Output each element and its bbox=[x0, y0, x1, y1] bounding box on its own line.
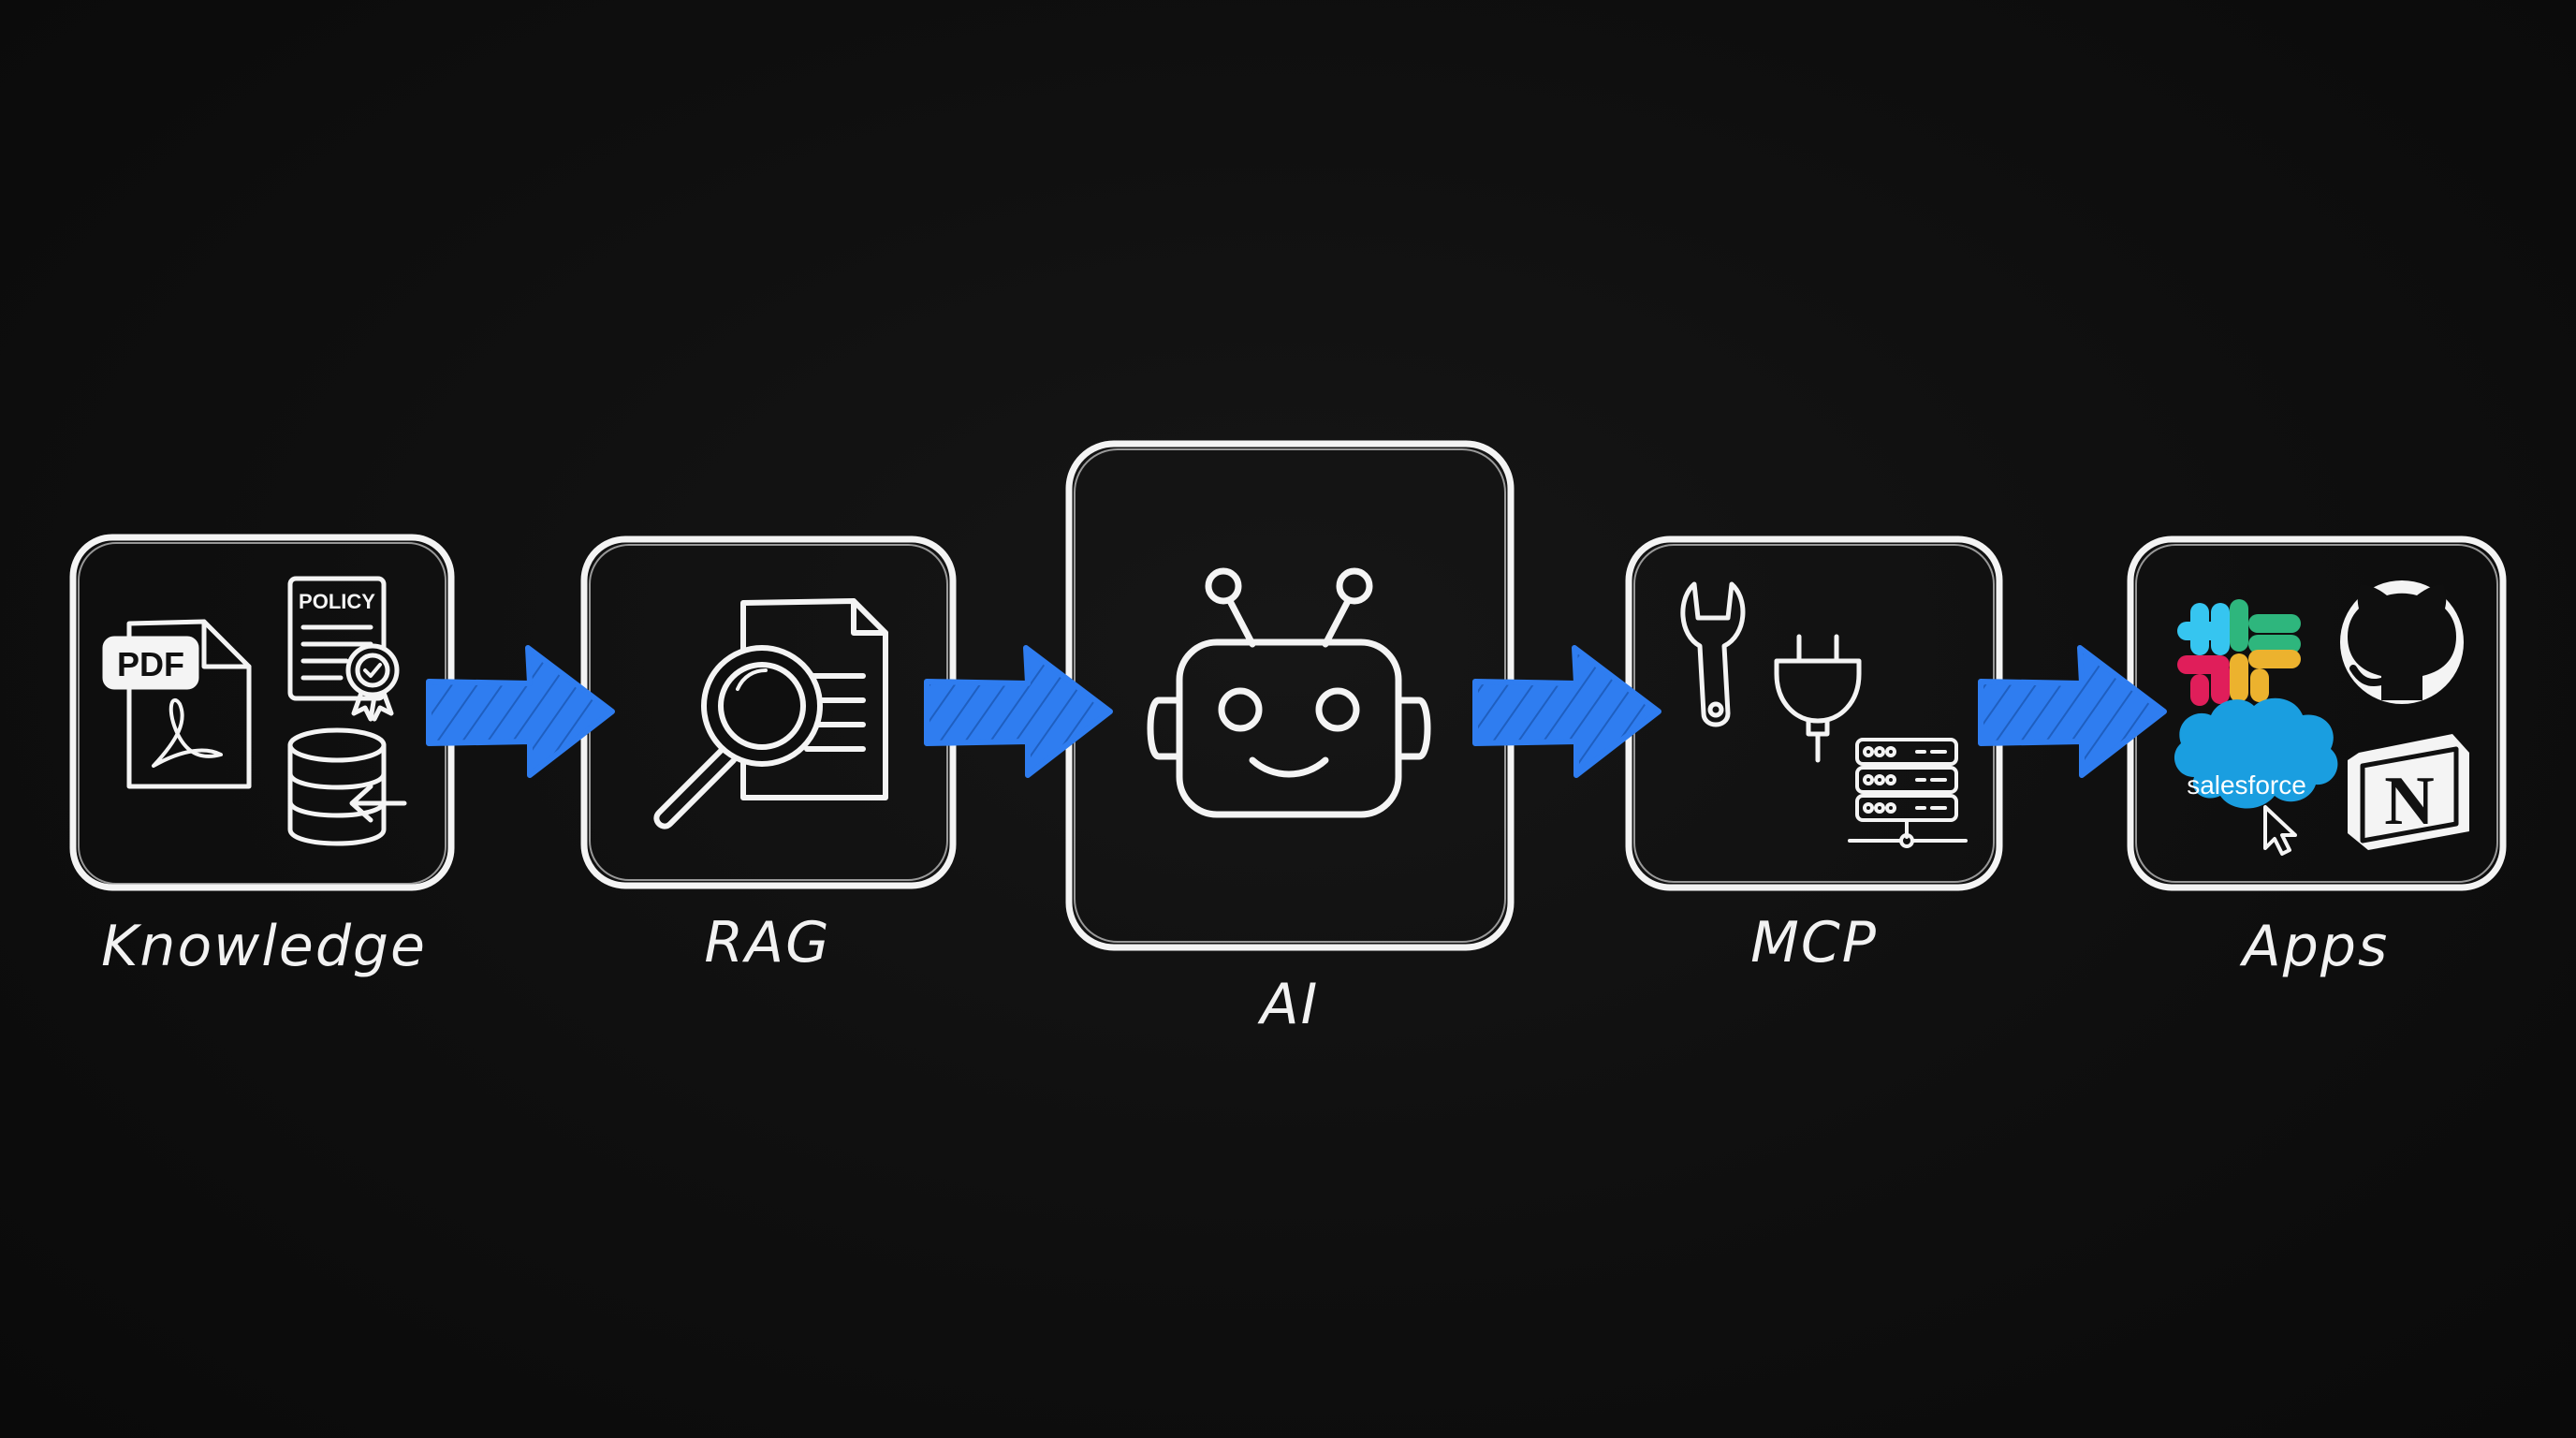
node-mcp-box bbox=[1625, 536, 2003, 891]
label-apps: Apps bbox=[2242, 914, 2390, 979]
notion-label: N bbox=[2384, 763, 2434, 840]
label-ai: AI bbox=[1260, 972, 1320, 1037]
policy-document-icon: POLICY bbox=[287, 576, 400, 722]
server-icon bbox=[1848, 738, 1968, 848]
salesforce-label: salesforce bbox=[2187, 770, 2306, 800]
magnifier-document-icon bbox=[653, 598, 888, 829]
arrow-ai-to-mcp bbox=[1472, 645, 1661, 778]
slack-icon bbox=[2177, 599, 2301, 706]
node-mcp bbox=[1625, 536, 2003, 891]
notion-icon: N bbox=[2348, 734, 2469, 850]
policy-label: POLICY bbox=[299, 590, 375, 613]
pdf-file-icon: PDF bbox=[102, 619, 252, 789]
plug-icon bbox=[1774, 634, 1862, 763]
github-icon bbox=[2340, 580, 2464, 704]
label-knowledge: Knowledge bbox=[101, 914, 427, 979]
wrench-icon bbox=[1680, 581, 1746, 727]
arrow-mcp-to-apps bbox=[1978, 645, 2167, 778]
robot-icon bbox=[1147, 567, 1431, 818]
salesforce-icon: salesforce bbox=[2174, 697, 2338, 856]
node-ai bbox=[1065, 440, 1515, 951]
cursor-icon bbox=[2263, 805, 2297, 856]
node-ai-box bbox=[1065, 440, 1515, 951]
database-icon bbox=[287, 727, 407, 846]
arrow-rag-to-ai bbox=[924, 645, 1113, 778]
label-mcp: MCP bbox=[1750, 910, 1878, 976]
pdf-label: PDF bbox=[117, 645, 184, 683]
label-rag: RAG bbox=[704, 910, 831, 976]
arrow-knowledge-to-rag bbox=[426, 645, 615, 778]
